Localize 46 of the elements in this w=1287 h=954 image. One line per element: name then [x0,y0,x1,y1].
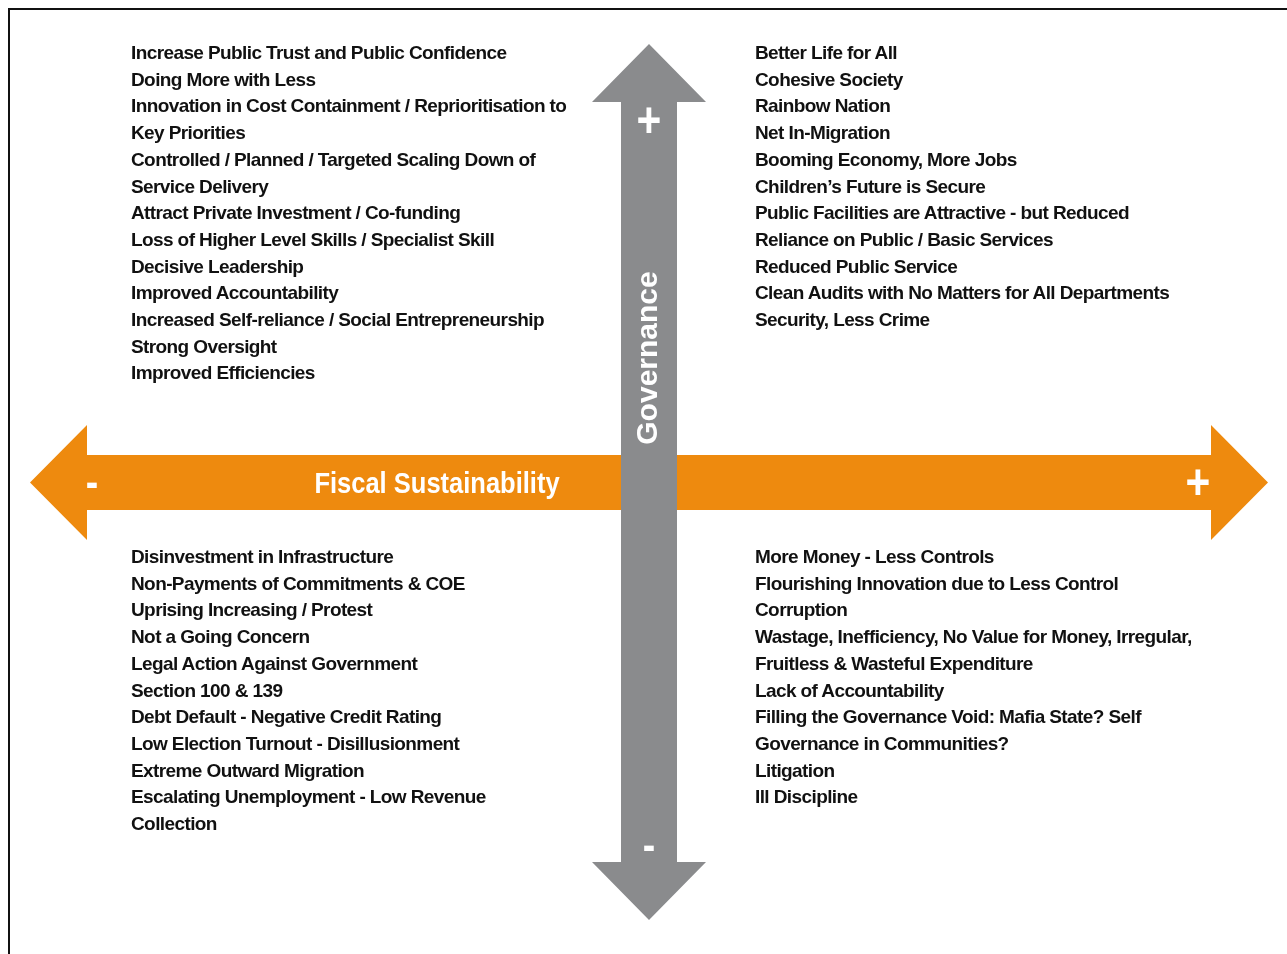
list-item: Decisive Leadership [131,254,305,279]
list-item: Increase Public Trust and Public Confidence [131,41,508,65]
list-item: Non-Payments of Commitments & COE [131,571,466,596]
list-item: Debt Default - Negative Credit Rating [131,705,443,730]
list-item: Strong Oversight [131,334,278,359]
list-item: Innovation in Cost Containment / Reprioritisation to Key Priorities [131,94,568,146]
list-item: Booming Economy, More Jobs [755,147,1018,172]
list-item: Reduced Public Service [755,254,959,279]
list-item: Controlled / Planned / Targeted Scaling Down of Service Delivery [131,147,537,199]
list-item: Not a Going Concern [131,625,311,650]
list-item: Doing More with Less [131,67,317,92]
plus-sign: + [636,95,662,145]
list-item: Ill Discipline [755,785,859,810]
list-item: Lack of Accountability [755,678,945,703]
list-item: Uprising Increasing / Protest [131,598,374,623]
list-item: Security, Less Crime [755,308,931,333]
minus-sign: - [642,823,656,867]
list-item: Rainbow Nation [755,94,892,119]
vertical-axis-arrow [592,44,706,920]
list-item: Improved Efficiencies [131,361,316,386]
list-item: Improved Accountability [131,281,340,306]
list-item: Corruption [755,598,849,623]
axis-title: Governance [632,271,662,445]
axis-title: Fiscal Sustainability [314,468,560,498]
list-item: Flourishing Innovation due to Less Control [755,571,1120,596]
list-item: Litigation [755,758,836,783]
list-item: Filling the Governance Void: Mafia State? Self Governance in Communities? [755,705,1143,756]
list-item: Disinvestment in Infrastructure [131,545,395,569]
list-item: Extreme Outward Migration [131,758,366,783]
list-item: Section 100 & 139 [131,678,284,703]
list-item: Net In-Migration [755,121,891,146]
list-item: Wastage, Inefficiency, No Value for Money, Irregular, Fruitless & Wasteful Expenditure [755,625,1193,676]
list-item: Increased Self-reliance / Social Entrepreneurship [131,308,546,333]
list-item: Clean Audits with No Matters for All Departments [755,281,1171,306]
list-item: Escalating Unemployment - Low Revenue Collection [131,785,487,837]
list-item: Low Election Turnout - Disillusionment [131,731,461,756]
list-item: Cohesive Society [755,67,904,92]
list-item: Loss of Higher Level Skills / Specialist Skill [131,227,496,252]
list-item: Legal Action Against Government [131,651,419,676]
plus-sign: + [1185,457,1211,507]
list-item: Public Facilities are Attractive - but Reduced Reliance on Public / Basic Services [755,201,1130,252]
list-item: Better Life for All [755,41,899,65]
list-item: More Money - Less Controls [755,545,995,569]
minus-sign: - [85,460,99,504]
list-item: Attract Private Investment / Co-funding [131,201,462,226]
list-item: Children’s Future is Secure [755,174,987,199]
